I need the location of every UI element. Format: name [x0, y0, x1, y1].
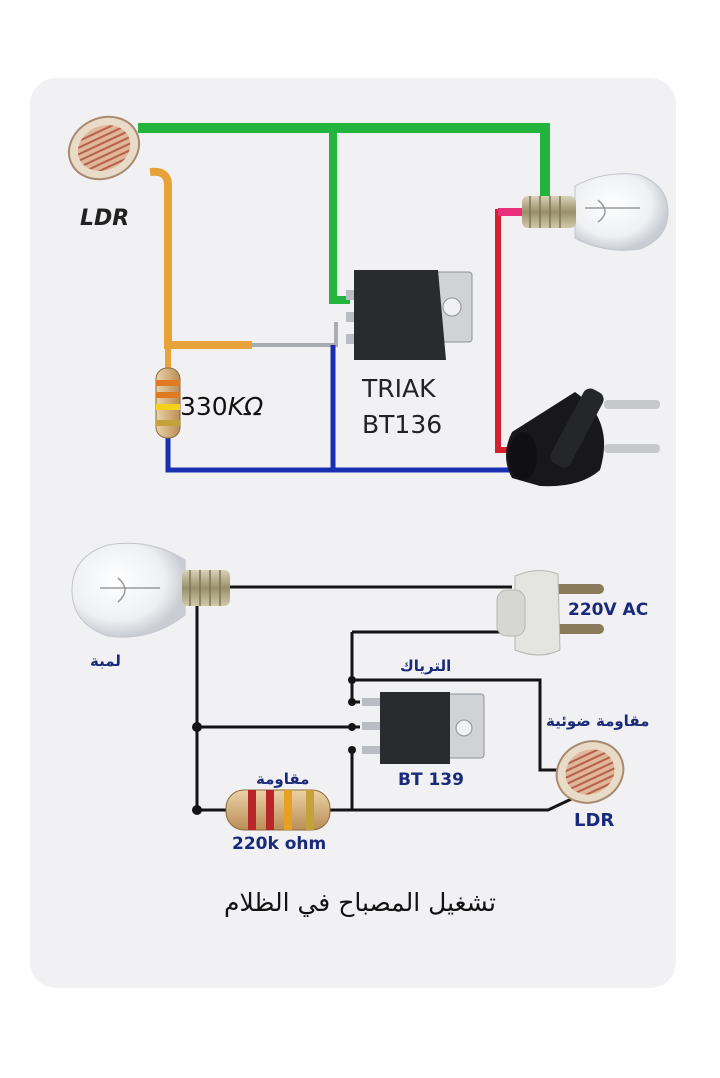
ldr-arabic-label: مقاومة ضوئية [546, 712, 650, 730]
triac-part-label: BT136 [362, 410, 443, 439]
wire-blue [165, 438, 510, 473]
ldr-icon [67, 115, 141, 181]
plug-label: 220V AC [568, 600, 649, 620]
ldr-label: LDR [80, 206, 130, 231]
wire-orange [149, 167, 252, 349]
wire-green [138, 123, 550, 200]
resistor-value-bottom: 220k ohm [232, 834, 327, 854]
junction-dots [192, 676, 356, 815]
ldr-icon [555, 740, 625, 804]
diagram-card [30, 78, 676, 988]
caption: تشغيل المصباح في الظلام [224, 888, 496, 917]
plug-icon [506, 388, 660, 487]
triac-name-label: TRIAK [362, 374, 436, 403]
lamp-label: لمبة [90, 652, 121, 670]
wire-red [495, 209, 512, 453]
triac-part-label-bottom: BT 139 [398, 770, 464, 790]
triac-arabic-label: الترياك [400, 657, 452, 675]
resistor-icon [155, 367, 181, 439]
top-wires [138, 123, 550, 473]
resistor-value-label: 330KΩ [180, 392, 263, 421]
gate-lead [252, 322, 338, 347]
plug-icon [496, 570, 604, 656]
resistor-value: 330 [180, 392, 228, 421]
triac-icon [362, 692, 485, 764]
wire-green-triac [329, 128, 350, 304]
ldr-label-bottom: LDR [574, 810, 615, 831]
resistor-arabic-label: مقاومة [256, 770, 310, 788]
bottom-wires [195, 585, 581, 812]
bulb-icon [522, 173, 669, 251]
triac-icon [346, 270, 473, 360]
resistor-unit: KΩ [227, 392, 264, 421]
bulb-icon [71, 542, 230, 638]
resistor-icon [225, 789, 331, 831]
